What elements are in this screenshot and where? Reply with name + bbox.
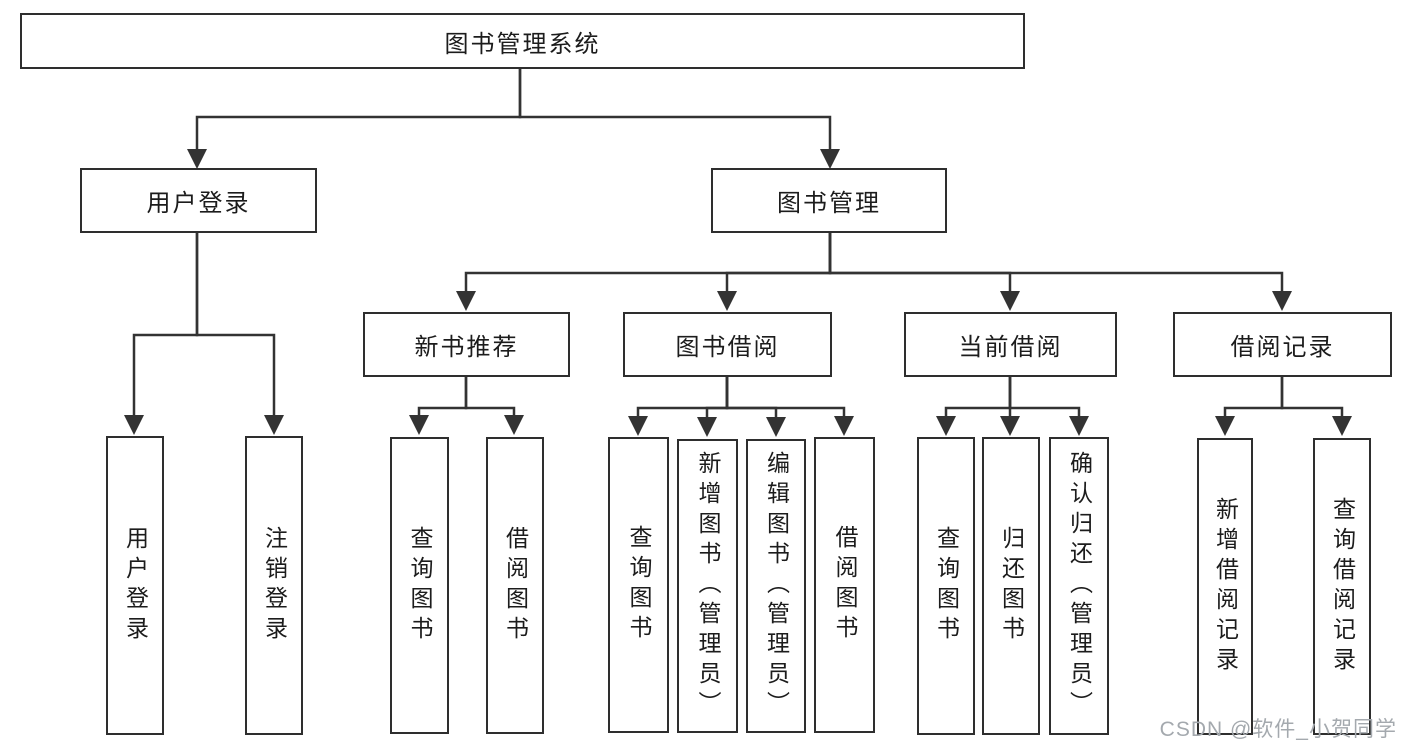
leaf-query-book-2-label: 查询图书 (626, 525, 652, 645)
node-new-book-recommend: 新书推荐 (363, 312, 570, 377)
node-book-management-label: 图书管理 (777, 190, 881, 217)
node-user-login: 用户登录 (80, 168, 317, 233)
node-user-login-label: 用户登录 (146, 190, 251, 217)
leaf-query-book-2: 查询图书 (608, 437, 669, 733)
leaf-confirm-return-admin: 确认归还（管理员） (1049, 437, 1109, 735)
node-borrow-records-label: 借阅记录 (1230, 334, 1335, 361)
leaf-query-book-1-label: 查询图书 (407, 525, 433, 646)
node-new-book-recommend-label: 新书推荐 (414, 334, 519, 361)
csdn-watermark: CSDN @软件_小贺同学 (1159, 718, 1397, 741)
connector-root-userlogin (187, 69, 522, 169)
node-current-borrow: 当前借阅 (904, 312, 1117, 377)
leaf-confirm-return-admin-label: 确认归还（管理员） (1066, 451, 1093, 721)
connector-bookborrow-leaf3 (725, 377, 786, 437)
node-root-label: 图书管理系统 (444, 30, 601, 58)
leaf-return-book: 归还图书 (982, 437, 1040, 735)
connector-currentborrow-leaf3 (1008, 377, 1089, 436)
node-book-management: 图书管理 (711, 168, 947, 233)
leaf-add-borrow-record: 新增借阅记录 (1197, 438, 1253, 735)
leaf-query-book-3: 查询图书 (917, 437, 975, 735)
connector-userlogin-leaf1 (124, 233, 199, 435)
connector-currentborrow-leaf1 (936, 377, 1012, 436)
node-book-borrow-label: 图书借阅 (675, 334, 780, 361)
leaf-logout: 注销登录 (245, 436, 303, 735)
leaf-query-borrow-record: 查询借阅记录 (1313, 438, 1371, 735)
leaf-edit-book-admin: 编辑图书（管理员） (746, 439, 806, 733)
connector-bookborrow-leaf2 (697, 377, 729, 437)
connector-bookmgmt-currentborrow (828, 233, 1020, 311)
leaf-add-borrow-record-label: 新增借阅记录 (1212, 496, 1239, 677)
connector-newbookrec-leaf1 (409, 377, 468, 435)
connector-bookborrow-leaf1 (628, 377, 729, 436)
leaf-user-login-label: 用户登录 (122, 525, 149, 646)
leaf-add-book-admin: 新增图书（管理员） (677, 439, 738, 733)
node-root: 图书管理系统 (20, 13, 1025, 69)
connector-borrowrecords-leaf2 (1280, 377, 1352, 436)
leaf-return-book-label: 归还图书 (998, 526, 1025, 646)
leaf-edit-book-admin-label: 编辑图书（管理员） (763, 451, 790, 721)
connector-root-bookmgmt (518, 69, 840, 169)
connector-newbookrec-leaf2 (464, 377, 524, 435)
connector-bookmgmt-newbookrec (456, 233, 832, 311)
leaf-borrow-book-1-label: 借阅图书 (502, 525, 529, 646)
node-book-borrow: 图书借阅 (623, 312, 832, 377)
connector-userlogin-leaf2 (195, 233, 284, 435)
node-borrow-records: 借阅记录 (1173, 312, 1392, 377)
leaf-query-borrow-record-label: 查询借阅记录 (1329, 496, 1356, 677)
node-current-borrow-label: 当前借阅 (958, 334, 1063, 361)
leaf-borrow-book-2: 借阅图书 (814, 437, 875, 733)
connector-bookborrow-leaf4 (725, 377, 854, 436)
leaf-user-login: 用户登录 (106, 436, 164, 735)
connector-bookmgmt-bookborrow (717, 233, 832, 311)
leaf-borrow-book-1: 借阅图书 (486, 437, 544, 734)
leaf-borrow-book-2-label: 借阅图书 (832, 525, 858, 645)
connector-bookmgmt-borrowrecords (828, 233, 1292, 311)
leaf-query-book-3-label: 查询图书 (933, 526, 960, 646)
leaf-query-book-1: 查询图书 (390, 437, 449, 734)
connector-borrowrecords-leaf1 (1215, 377, 1284, 436)
leaf-add-book-admin-label: 新增图书（管理员） (695, 451, 721, 721)
leaf-logout-label: 注销登录 (261, 525, 288, 646)
